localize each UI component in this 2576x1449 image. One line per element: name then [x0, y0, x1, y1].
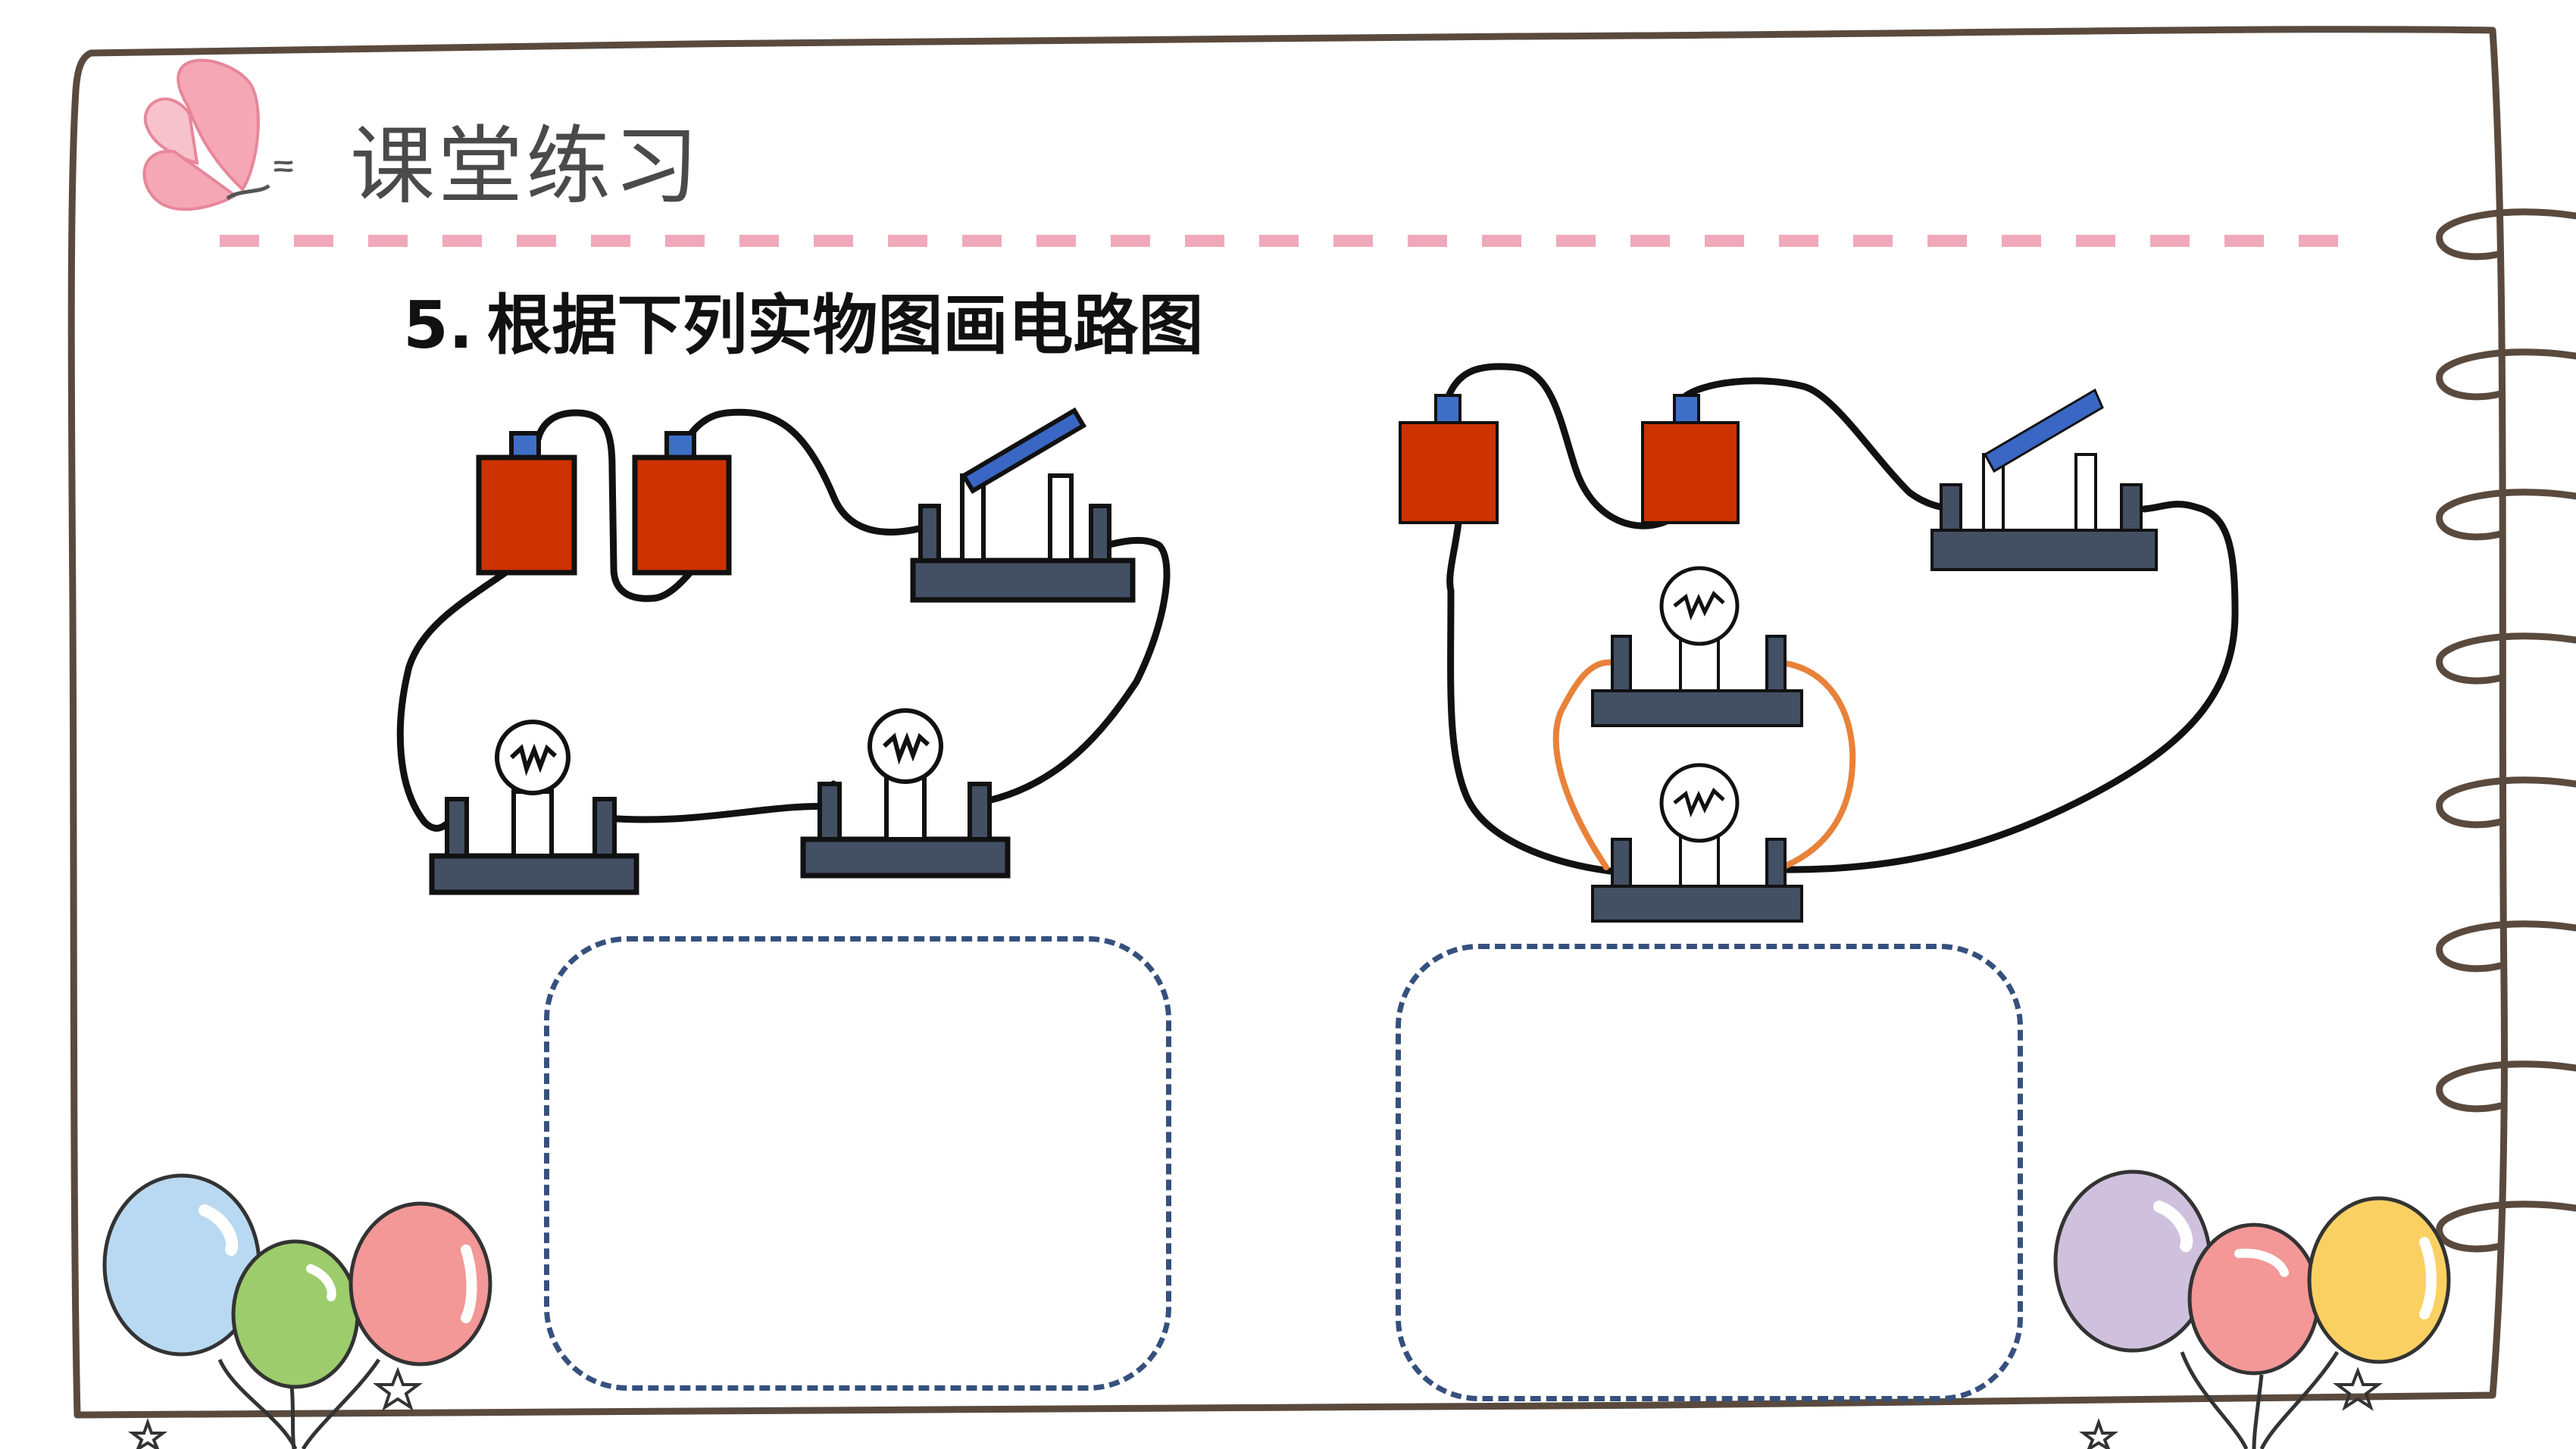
knife-switch-1 [910, 407, 1136, 603]
battery-4 [1641, 394, 1740, 524]
battery-1 [476, 431, 577, 576]
knife-switch-2 [1930, 388, 2158, 571]
series-circuit-figure [396, 407, 1171, 895]
parallel-branch-wires [1552, 659, 1856, 873]
bulb-holder-1 [429, 720, 639, 895]
bulb-holder-4 [1591, 763, 1803, 923]
question-5: 5.根据下列实物图画电路图 [403, 280, 1204, 371]
star-icon [2333, 1366, 2383, 1411]
battery-3 [1399, 394, 1499, 524]
question-number: 5. [403, 288, 474, 364]
notebook-rings [2436, 208, 2576, 1253]
notebook-frame [67, 26, 2508, 1419]
question-text: 根据下列实物图画电路图 [486, 288, 1204, 364]
section-title: 课堂练习 [350, 117, 702, 216]
battery-2 [632, 431, 732, 576]
parallel-wires [1442, 363, 2239, 875]
bulb-holder-2 [800, 708, 1011, 879]
butterfly-icon [142, 58, 293, 211]
answer-box-parallel[interactable] [1396, 944, 2023, 1401]
star-icon [373, 1366, 423, 1411]
bulb-holder-3 [1591, 566, 1803, 727]
answer-box-series[interactable] [544, 936, 1171, 1391]
balloon-cluster-right [2053, 1170, 2451, 1449]
star-icon [2079, 1418, 2118, 1449]
balloon-cluster-left [102, 1173, 492, 1449]
star-icon [128, 1418, 167, 1449]
parallel-circuit-figure [1399, 363, 2239, 923]
